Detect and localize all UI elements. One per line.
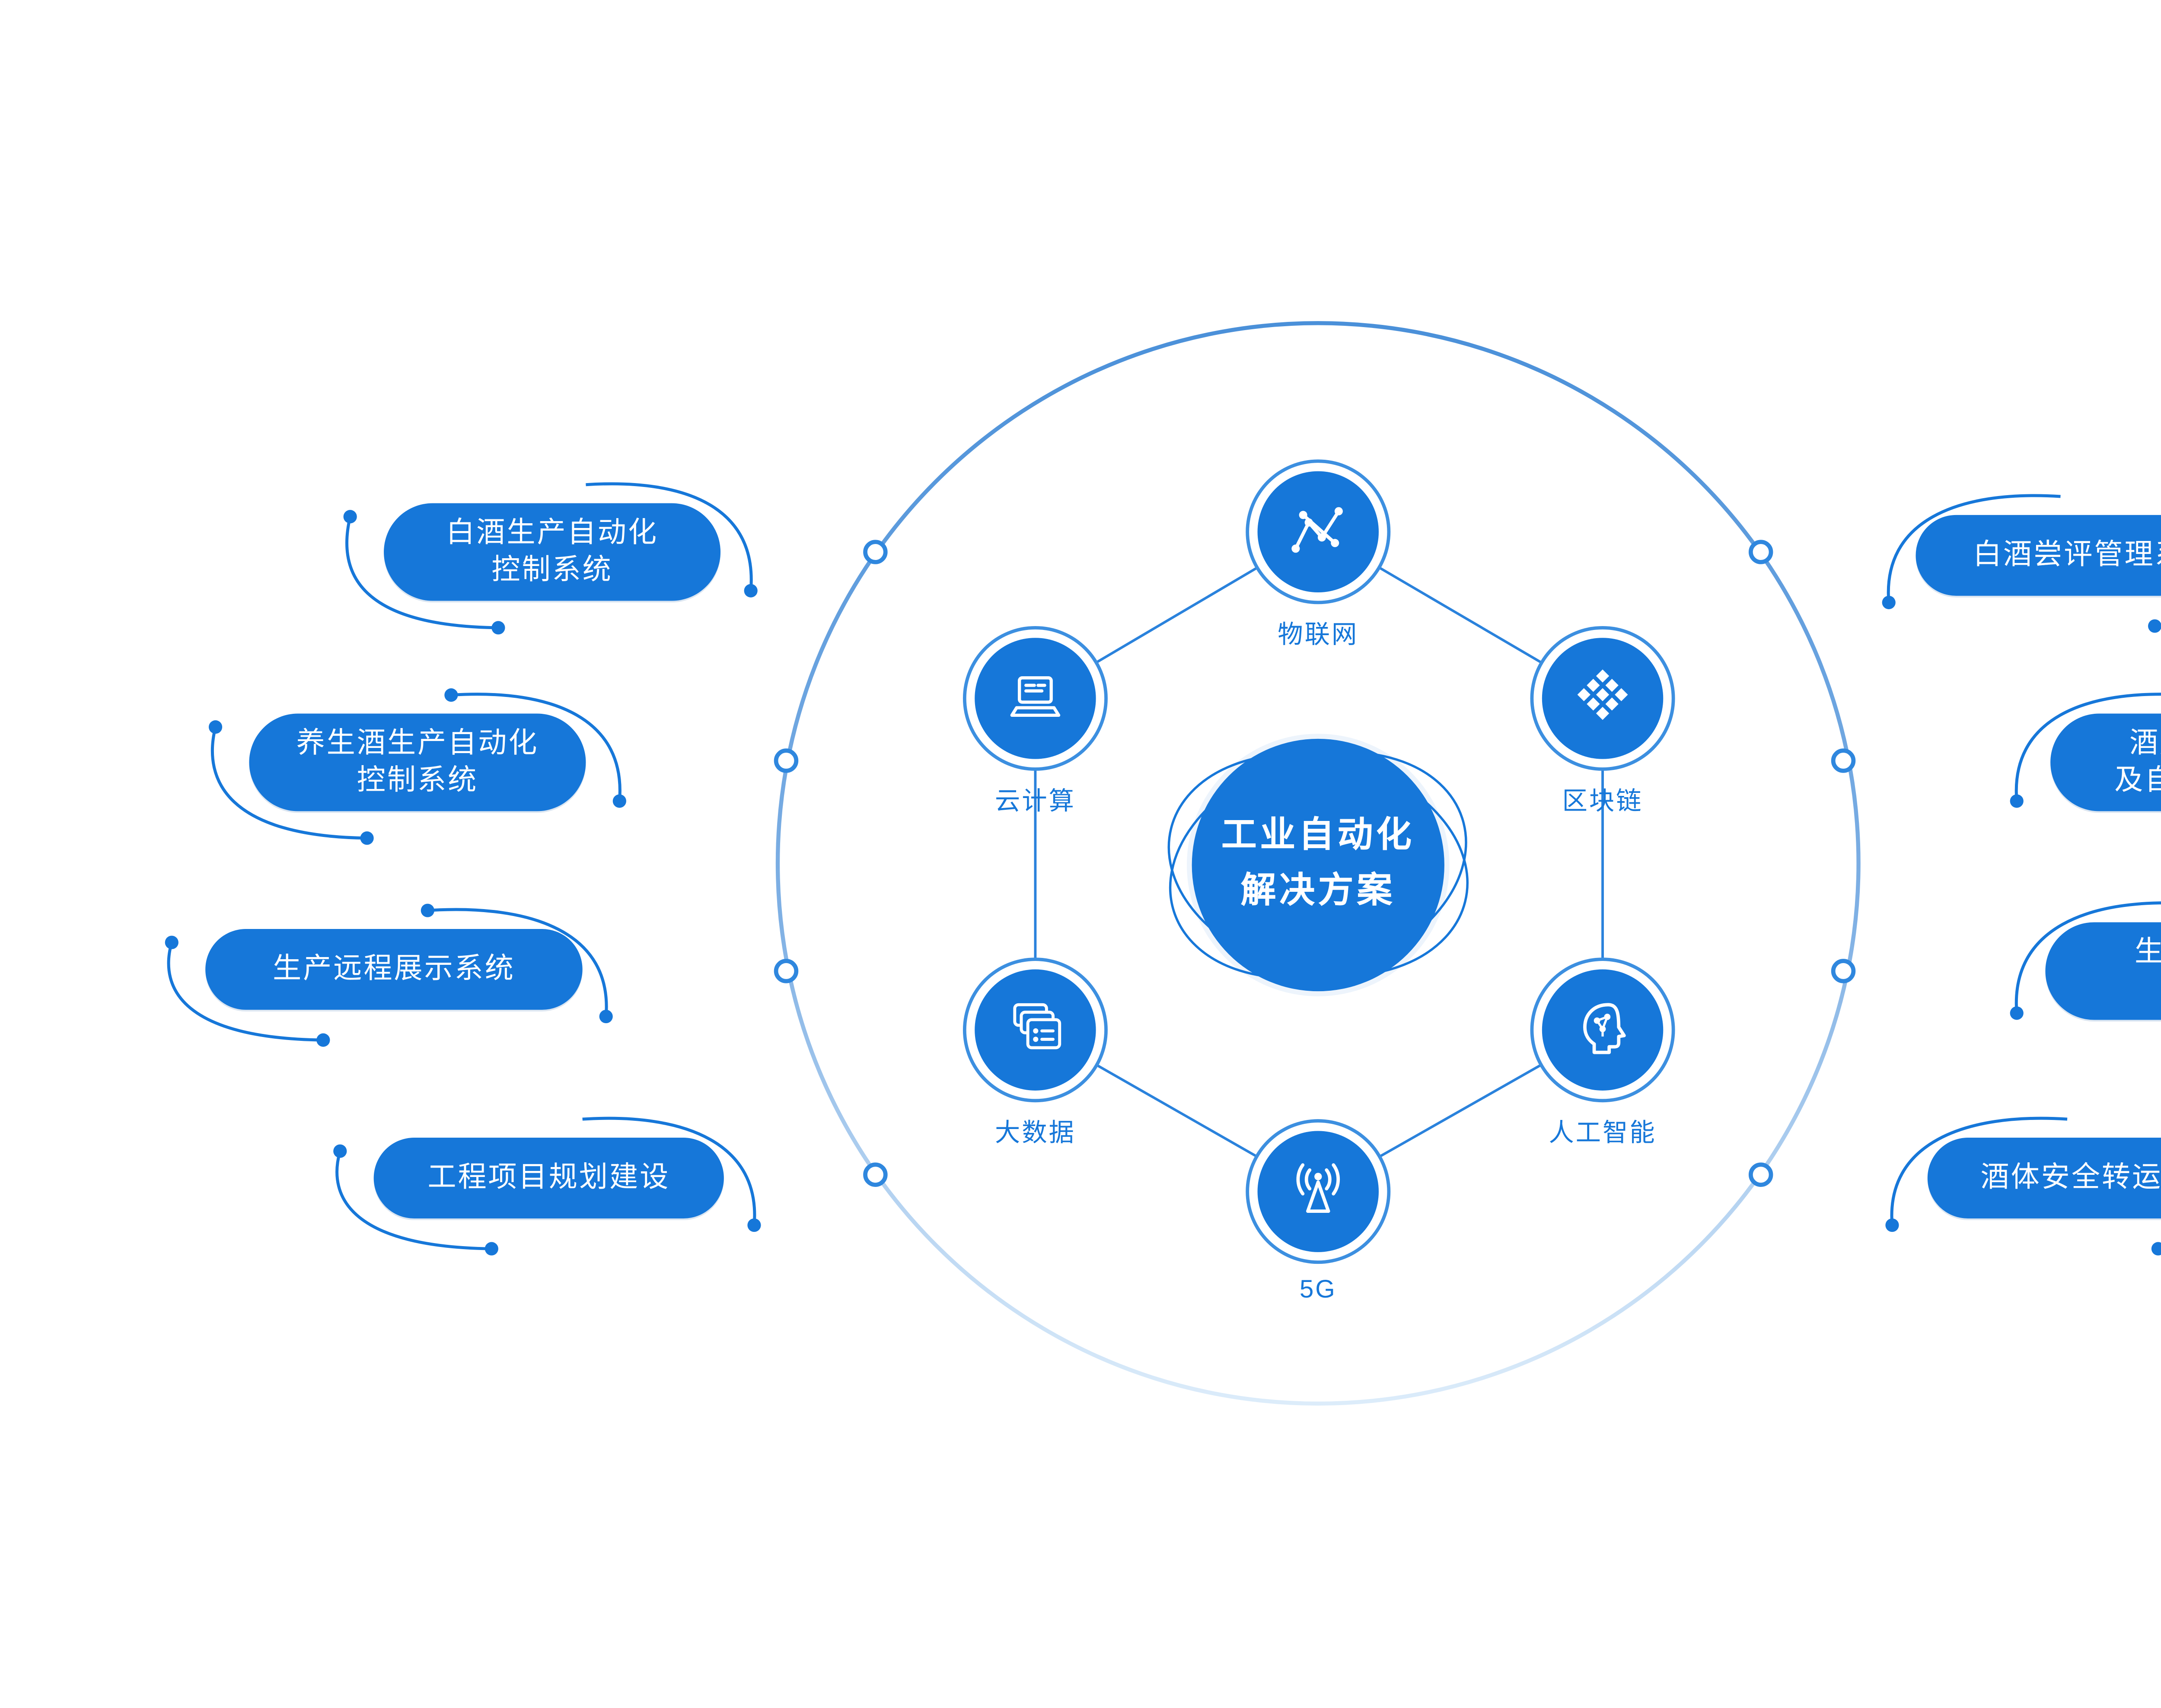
pill-line: 生产远程展示系统 [272,952,515,984]
right-pill-3: 生产基础信息 管理系统 [2045,922,2161,1020]
blocks-cluster-icon [1542,638,1664,759]
right-pill-2: 酒库动态计量 及自动预警系统 [2050,713,2161,811]
node-5g: 5G [1200,1131,1436,1304]
outer-circle [775,321,1861,1406]
node-bigdata: 大数据 [918,969,1153,1150]
pill-line: 酒库动态计量 [2129,726,2161,758]
circle-dots [774,540,1856,1187]
node-label: 大数据 [994,1119,1076,1148]
network-graph-icon [1257,471,1379,593]
left-pill-4: 工程项目规划建设 [373,1138,724,1218]
antenna-waves-icon [1257,1131,1379,1252]
pill-line: 控制系统 [357,764,478,796]
pill-line: 控制系统 [491,553,613,586]
pill-line: 养生酒生产自动化 [296,726,539,758]
head-brain-icon [1542,969,1664,1091]
node-cloud: 云计算 [918,638,1153,818]
laptop-code-icon [975,638,1096,759]
pill-line: 酒体安全转运系统 [1980,1161,2161,1193]
left-pill-2: 养生酒生产自动化 控制系统 [249,713,586,811]
pill-line: 生产基础信息 [2135,933,2161,971]
node-label: 物联网 [1278,621,1359,650]
node-label: 人工智能 [1549,1119,1657,1148]
node-iot: 物联网 [1200,471,1436,652]
right-pill-4: 酒体安全转运系统 [1927,1138,2161,1218]
pill-arcs [167,482,2161,1250]
pill-line: 工程项目规划建设 [427,1161,670,1193]
node-label: 5G [1299,1275,1337,1304]
hub-title-line2: 解决方案 [1240,871,1396,911]
left-pill-3: 生产远程展示系统 [205,929,583,1010]
pill-line: 白酒尝评管理系统 [1973,538,2161,570]
pill-arc-dots [165,510,2161,1256]
right-pill-1: 白酒尝评管理系统 [1916,515,2161,596]
node-blockchain: 区块链 [1485,638,1720,818]
stacked-cards-icon [975,969,1096,1091]
node-ai: 人工智能 [1485,969,1720,1150]
hub-title-line1: 工业自动化 [1221,817,1415,856]
pill-line: 白酒生产自动化 [446,516,658,548]
pill-line: 及自动预警系统 [2114,764,2161,796]
node-label: 云计算 [994,787,1076,817]
left-pill-1: 白酒生产自动化 控制系统 [384,503,721,601]
center-hub: 工业自动化 解决方案 [1192,738,1444,992]
node-label: 区块链 [1562,787,1643,817]
